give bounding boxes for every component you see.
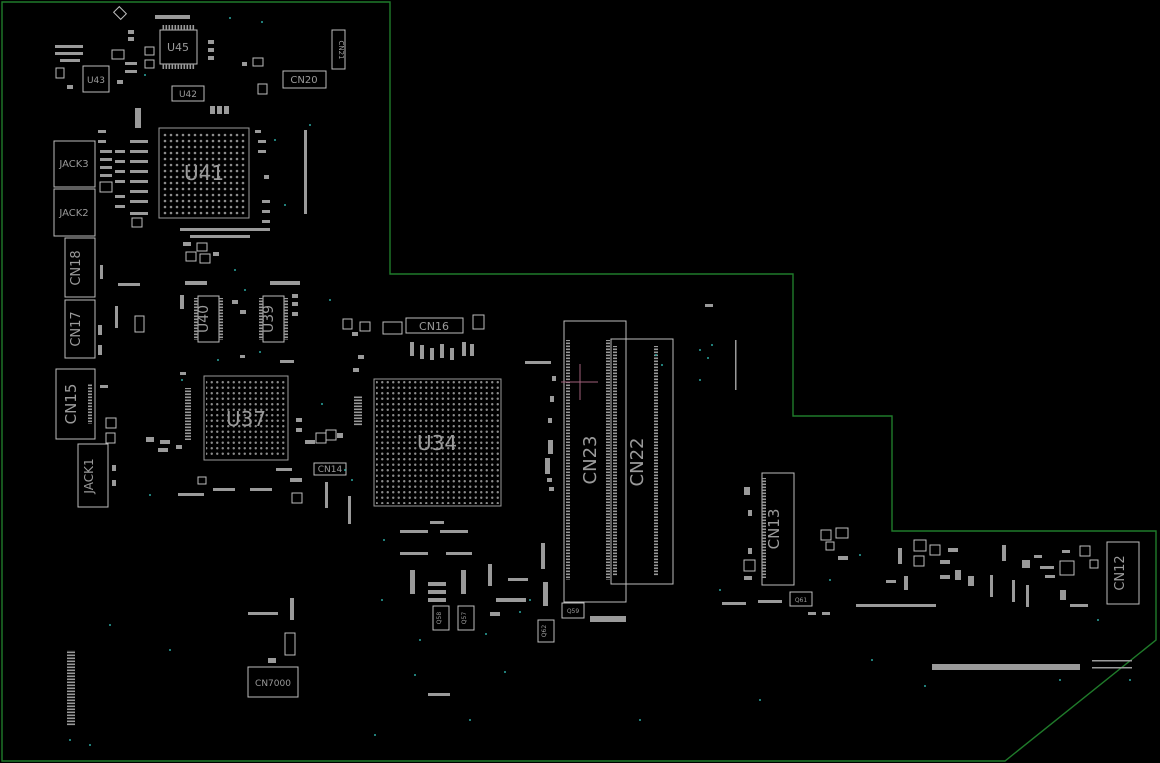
label-u43: U43 bbox=[87, 76, 105, 86]
label-jack2: JACK2 bbox=[58, 208, 88, 219]
passives-cn16 bbox=[342, 314, 551, 426]
component-u39[interactable]: U39 bbox=[259, 295, 288, 343]
component-cn15[interactable]: CN15 bbox=[55, 368, 96, 440]
component-q62[interactable]: Q62 bbox=[537, 619, 555, 643]
component-u41[interactable]: U41 bbox=[158, 127, 250, 219]
label-u42: U42 bbox=[179, 90, 197, 100]
label-q61: Q61 bbox=[795, 597, 808, 604]
component-u45[interactable]: U45 bbox=[159, 25, 198, 69]
cursor-crosshair bbox=[561, 364, 598, 400]
label-u37: U37 bbox=[226, 407, 266, 431]
component-cn12[interactable]: CN12 bbox=[1106, 541, 1140, 605]
test-points bbox=[735, 340, 1132, 669]
component-u43[interactable]: U43 bbox=[82, 65, 110, 93]
label-cn13: CN13 bbox=[765, 509, 783, 550]
component-cn18[interactable]: CN18 bbox=[64, 237, 96, 298]
label-cn22: CN22 bbox=[627, 438, 648, 487]
label-cn18: CN18 bbox=[69, 250, 84, 285]
label-cn20: CN20 bbox=[290, 75, 317, 86]
label-cn21: CN21 bbox=[337, 40, 345, 59]
label-cn16: CN16 bbox=[419, 320, 449, 333]
component-jack1[interactable]: JACK1 bbox=[77, 443, 109, 508]
component-q58[interactable]: Q58 bbox=[432, 605, 450, 631]
label-q58: Q58 bbox=[436, 612, 443, 625]
component-cn7000[interactable]: CN7000 bbox=[247, 666, 299, 698]
passives-bottom-left bbox=[67, 598, 296, 726]
component-q57[interactable]: Q57 bbox=[457, 605, 475, 631]
label-u39: U39 bbox=[261, 305, 277, 333]
label-q62: Q62 bbox=[541, 625, 548, 638]
label-cn14: CN14 bbox=[318, 465, 343, 475]
label-jack1: JACK1 bbox=[82, 458, 96, 494]
passives-u41 bbox=[98, 130, 307, 264]
label-jack3: JACK3 bbox=[58, 159, 88, 170]
component-cn16[interactable]: CN16 bbox=[405, 317, 464, 334]
label-cn23: CN23 bbox=[580, 436, 601, 485]
component-cn13[interactable]: CN13 bbox=[761, 472, 795, 586]
label-q57: Q57 bbox=[461, 612, 468, 625]
label-u45: U45 bbox=[167, 41, 189, 54]
component-q59[interactable]: Q59 bbox=[561, 602, 585, 619]
label-cn7000: CN7000 bbox=[255, 679, 291, 689]
label-u34: U34 bbox=[417, 431, 457, 455]
passives-cn13 bbox=[705, 304, 936, 615]
passives-u34-right bbox=[400, 376, 626, 696]
component-jack2[interactable]: JACK2 bbox=[53, 188, 96, 237]
label-u40: U40 bbox=[196, 305, 212, 333]
passives-right-area bbox=[886, 539, 1099, 670]
component-cn17[interactable]: CN17 bbox=[64, 299, 96, 359]
label-cn12: CN12 bbox=[1113, 555, 1128, 590]
component-u40[interactable]: U40 bbox=[194, 295, 223, 343]
passives-left-edge bbox=[98, 265, 145, 486]
label-u41: U41 bbox=[184, 161, 224, 185]
passives-top-left bbox=[55, 5, 268, 128]
component-u42[interactable]: U42 bbox=[171, 85, 205, 102]
component-cn23[interactable]: CN23 bbox=[563, 320, 627, 603]
component-u37[interactable]: U37 bbox=[203, 375, 289, 461]
component-q61[interactable]: Q61 bbox=[789, 591, 813, 607]
component-cn14[interactable]: CN14 bbox=[313, 462, 347, 476]
component-cn21[interactable]: CN21 bbox=[331, 29, 346, 70]
component-cn22[interactable]: CN22 bbox=[610, 338, 674, 585]
passives-u37 bbox=[146, 372, 351, 524]
label-q59: Q59 bbox=[567, 608, 580, 615]
label-cn17: CN17 bbox=[69, 311, 84, 346]
component-cn20[interactable]: CN20 bbox=[282, 70, 327, 89]
passives-u40-u39 bbox=[180, 281, 300, 363]
label-cn15: CN15 bbox=[62, 384, 80, 425]
component-u34[interactable]: U34 bbox=[373, 378, 502, 507]
component-jack3[interactable]: JACK3 bbox=[53, 140, 96, 188]
vias bbox=[69, 17, 1131, 746]
